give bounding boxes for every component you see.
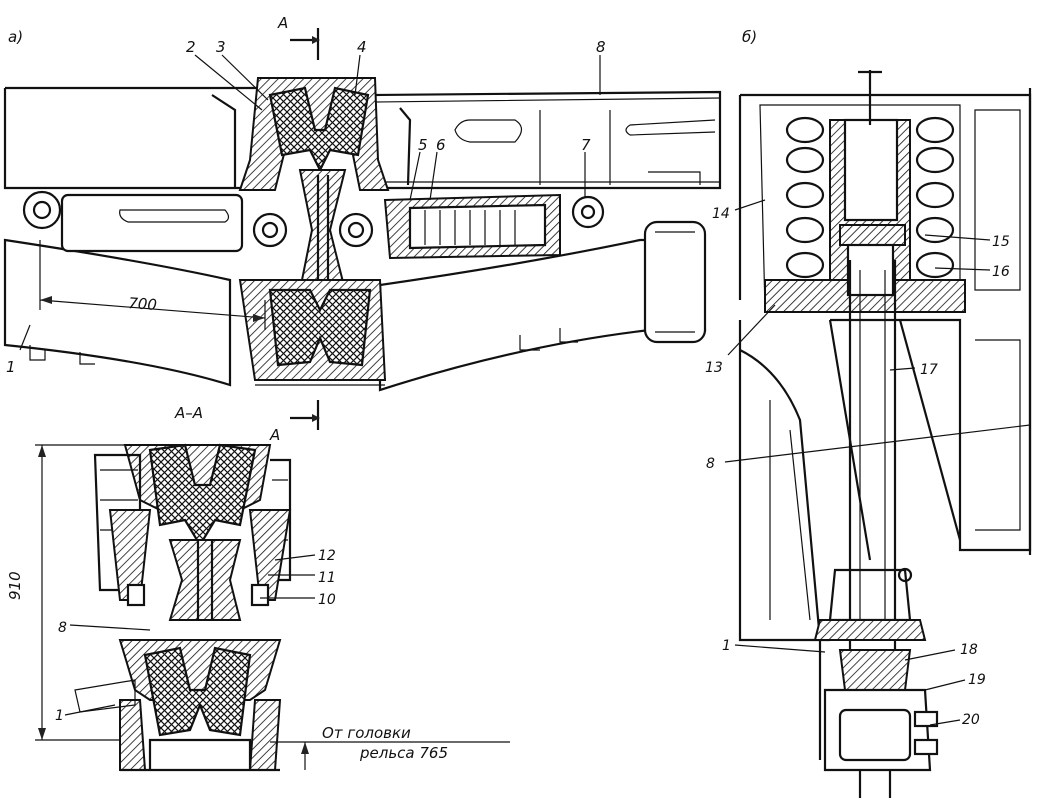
section-a-a	[35, 443, 510, 772]
view-a-label: а)	[8, 28, 23, 46]
label-3: 3	[216, 38, 226, 56]
cut-marker-bottom: А	[269, 426, 280, 444]
dimension-910: 910	[6, 571, 24, 600]
label-12: 12	[318, 548, 336, 564]
label-10: 10	[318, 592, 336, 608]
label-11: 11	[318, 570, 336, 586]
label-5: 5	[418, 136, 428, 154]
label-18: 18	[960, 642, 978, 658]
label-4: 4	[357, 38, 367, 56]
section-title: А–А	[174, 404, 203, 422]
view-a-side-section	[3, 28, 722, 430]
label-17: 17	[920, 362, 938, 378]
label-1a: 1	[6, 358, 16, 376]
rail-note-line2: рельса 765	[359, 744, 448, 762]
view-b-label: б)	[742, 28, 757, 46]
rail-note-line1: От головки	[322, 724, 411, 742]
coil-springs	[785, 116, 955, 309]
label-1c: 1	[722, 638, 731, 654]
label-13: 13	[705, 360, 723, 376]
view-b-front-section	[724, 70, 1032, 798]
dimension-700: 700	[128, 294, 158, 314]
label-8a: 8	[596, 38, 606, 56]
label-7: 7	[581, 136, 591, 154]
label-16: 16	[992, 264, 1010, 280]
label-6: 6	[436, 136, 446, 154]
label-20: 20	[962, 712, 980, 728]
cut-marker-top: А	[277, 14, 288, 32]
label-8b: 8	[58, 620, 67, 636]
label-8c: 8	[706, 456, 715, 472]
label-15: 15	[992, 234, 1010, 250]
label-19: 19	[968, 672, 986, 688]
label-2: 2	[186, 38, 196, 56]
label-1b: 1	[55, 708, 64, 724]
label-14: 14	[712, 206, 730, 222]
